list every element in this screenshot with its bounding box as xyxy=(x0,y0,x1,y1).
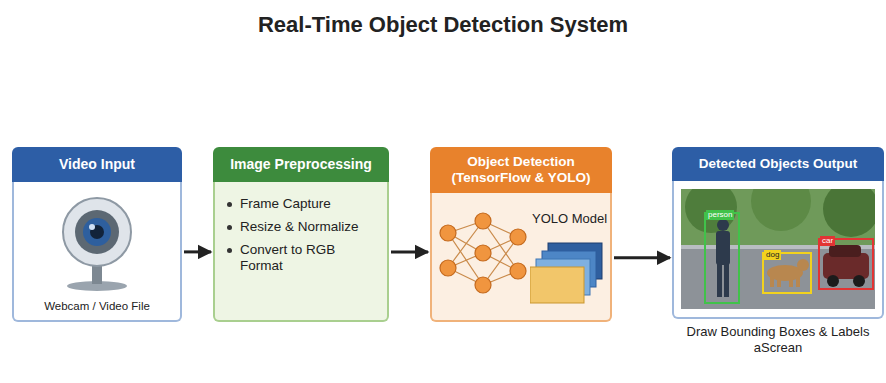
detection-label: dog xyxy=(764,250,781,260)
card-header: Video Input xyxy=(12,147,182,182)
layer-stack-icon xyxy=(530,239,608,309)
header-text: Image Preprocessing xyxy=(230,156,372,172)
flow-arrow xyxy=(184,250,211,253)
diagram-title: Real-Time Object Detection System xyxy=(0,12,886,38)
model-label: YOLO Model xyxy=(532,211,610,226)
card-body: Frame CaptureResize & NormalizeConvert t… xyxy=(213,182,389,322)
process-card: Image PreprocessingFrame CaptureResize &… xyxy=(213,147,389,322)
detection-tag: car xyxy=(820,229,835,247)
card-header: Object Detection (TensorFlow & YOLO) xyxy=(430,147,612,193)
header-text: Detected Objects Output xyxy=(699,156,857,171)
bullet-dot xyxy=(227,248,232,253)
bullet-dot xyxy=(227,202,232,207)
process-card: Detected Objects Output person dog carDraw… xyxy=(672,147,884,357)
bullet-text: Resize & Normalize xyxy=(240,219,359,236)
detection-label: car xyxy=(820,236,835,246)
bullet-text: Convert to RGB Format xyxy=(240,242,377,276)
detection-tag: person xyxy=(706,203,734,221)
flow-arrow xyxy=(391,250,428,253)
bullet-text: Frame Capture xyxy=(240,196,331,213)
bullet-item: Convert to RGB Format xyxy=(225,242,377,276)
output-caption: Draw Bounding Boxes & Labels aScrean xyxy=(672,319,884,357)
header-text: Object Detection (TensorFlow & YOLO) xyxy=(451,154,590,185)
card-body: person dog car xyxy=(672,181,884,319)
webcam-icon xyxy=(55,192,139,292)
process-card: Object Detection (TensorFlow & YOLO) YOL… xyxy=(430,147,612,322)
bullet-dot xyxy=(227,225,232,230)
bullet-item: Resize & Normalize xyxy=(225,219,377,236)
detection-photo xyxy=(681,189,875,309)
caption-text: Webcam / Video File xyxy=(38,300,156,320)
bullet-item: Frame Capture xyxy=(225,196,377,213)
detection-tag: dog xyxy=(764,243,781,261)
card-body: YOLO Model xyxy=(430,193,612,322)
neural-network-icon xyxy=(436,203,531,313)
header-text: Video Input xyxy=(59,156,135,172)
card-header: Image Preprocessing xyxy=(213,147,389,182)
detection-label: person xyxy=(706,210,734,220)
flow-arrow xyxy=(614,256,670,259)
card-body: Webcam / Video File xyxy=(12,182,182,322)
process-card: Video Input Webcam / Video File xyxy=(12,147,182,322)
card-header: Detected Objects Output xyxy=(672,147,884,181)
